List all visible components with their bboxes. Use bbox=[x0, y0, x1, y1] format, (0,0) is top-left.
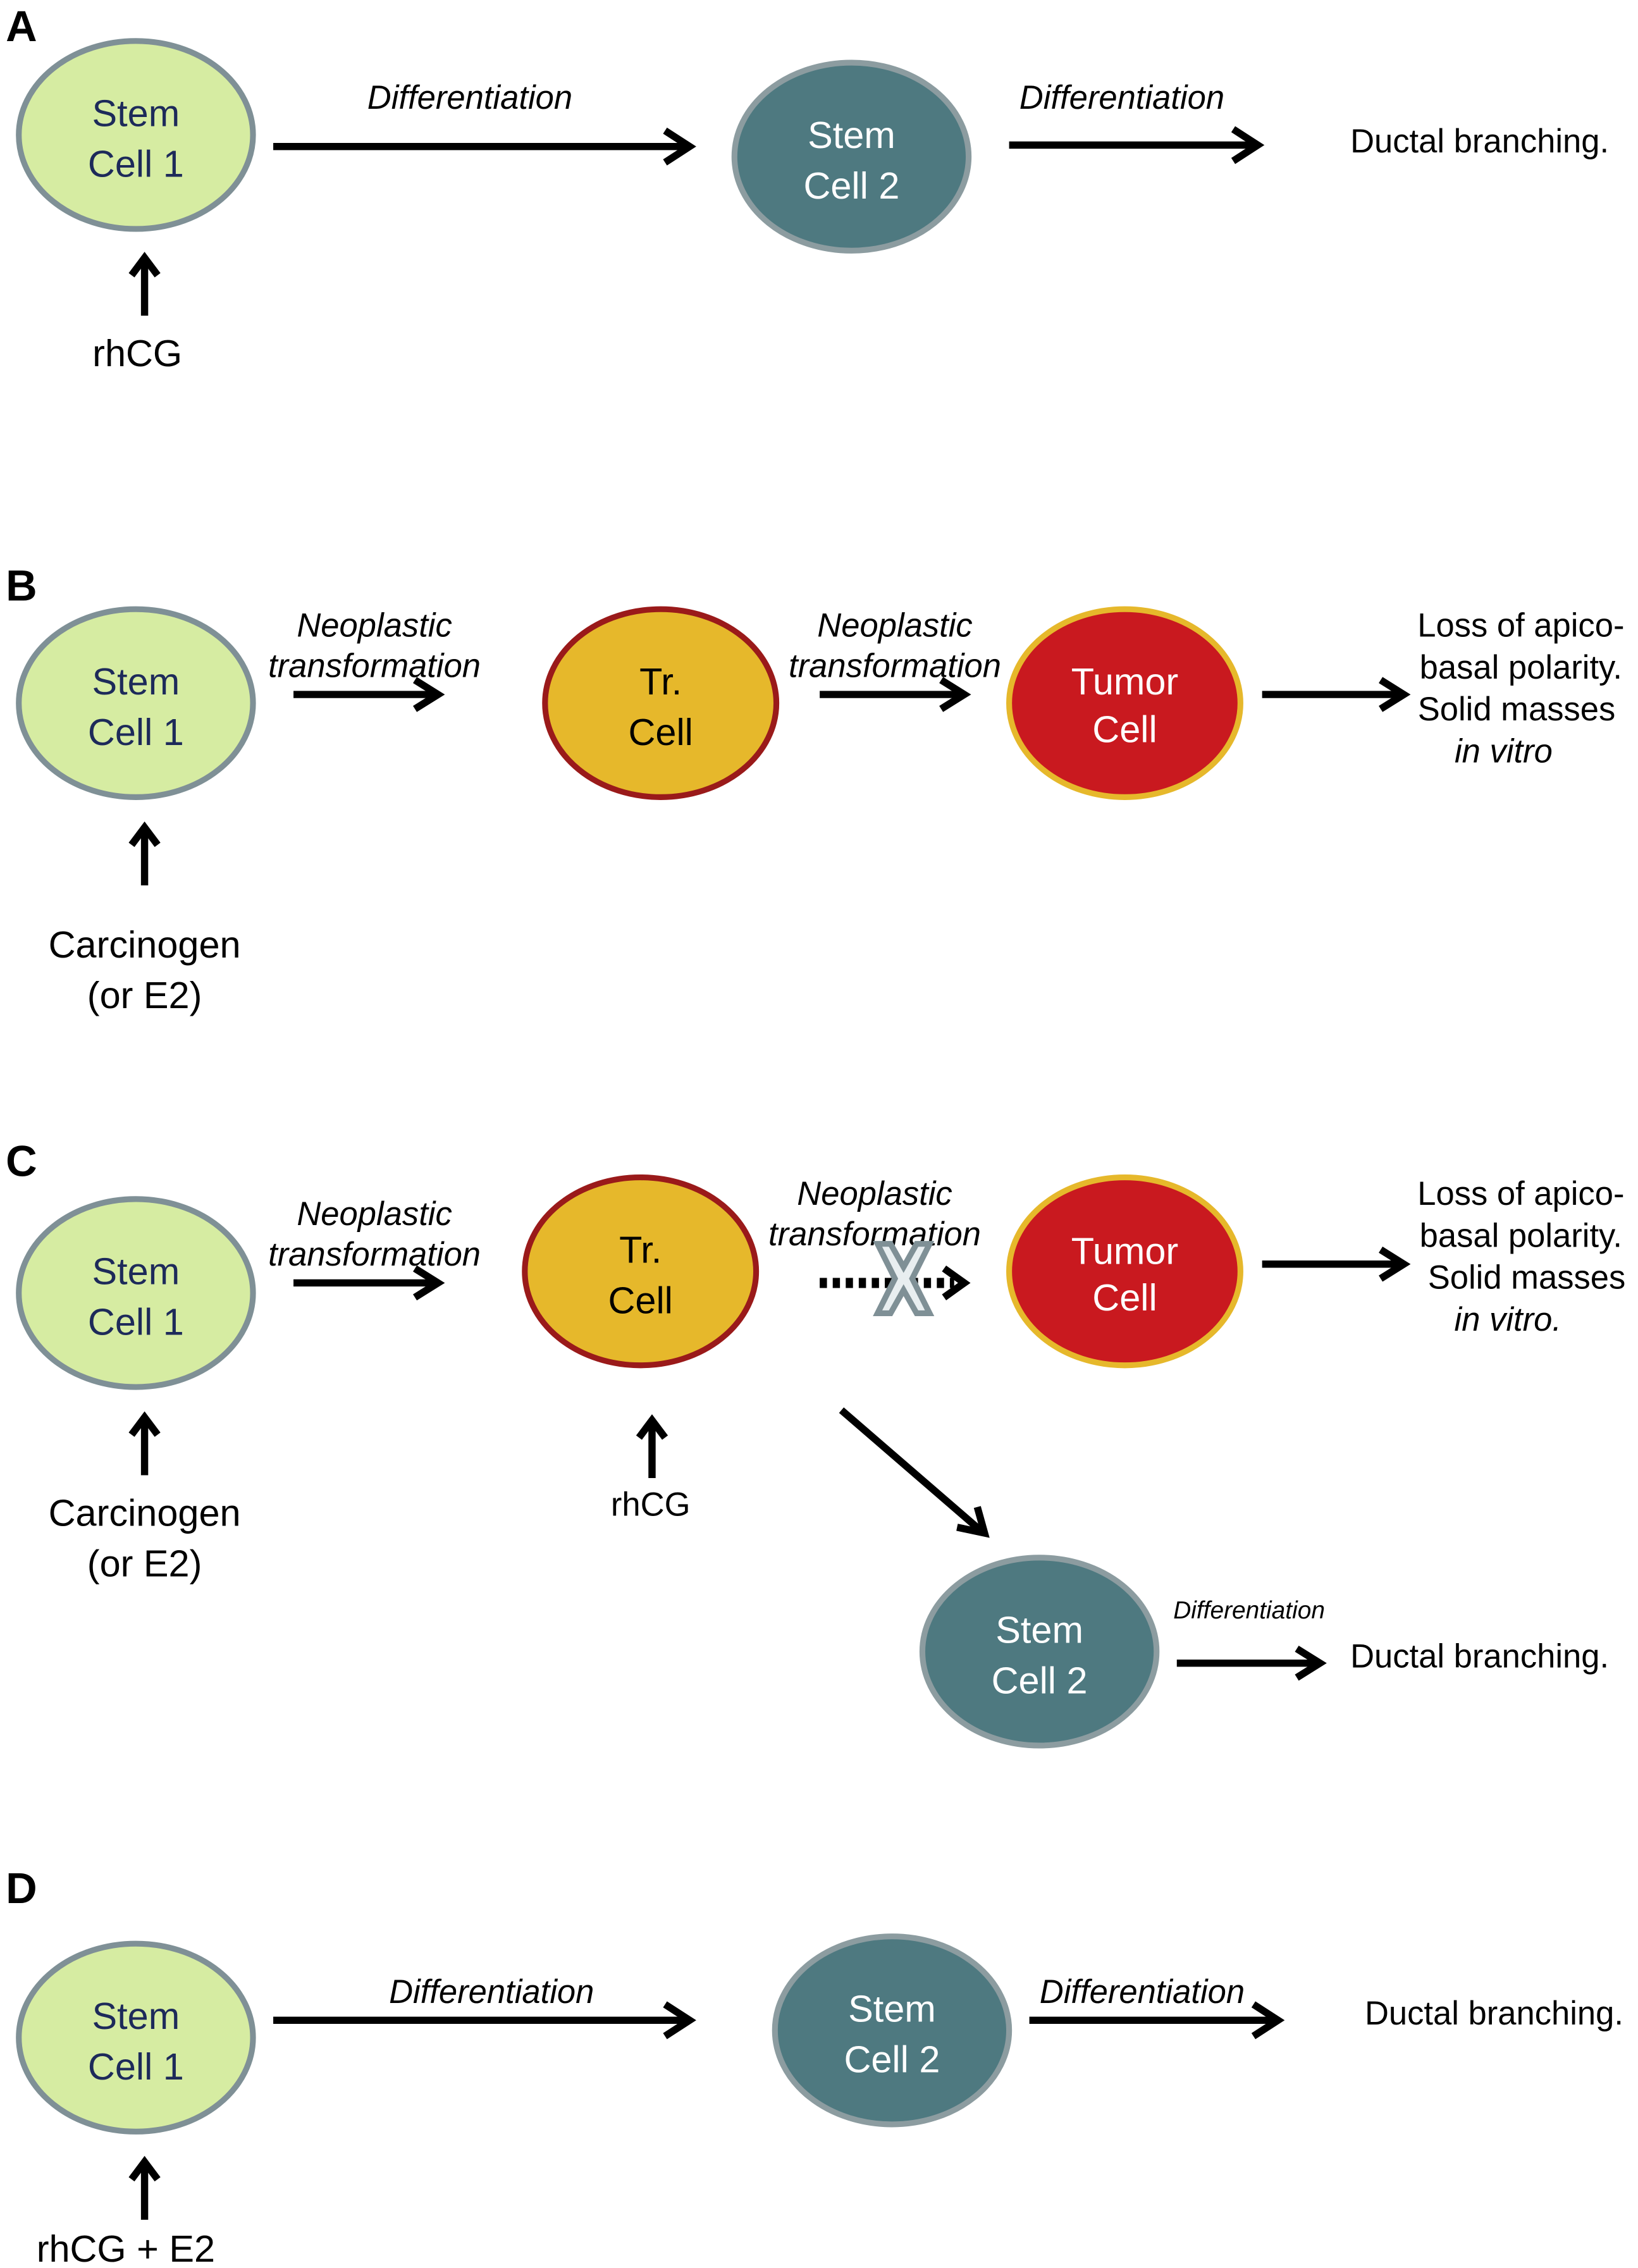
transformed-cell bbox=[522, 1174, 760, 1369]
tumor-cell-label: Tumor bbox=[1071, 1230, 1178, 1273]
stem-cell-1 bbox=[16, 1940, 256, 2135]
tumor-cell-label: Cell bbox=[1092, 708, 1157, 751]
arrow-label: Differentiation bbox=[389, 1973, 594, 2011]
stem-cell-1-label: Stem bbox=[92, 1995, 180, 2037]
arrow-head bbox=[1295, 1645, 1327, 1681]
panel-label: C bbox=[6, 1137, 37, 1185]
arrow-label: Differentiation bbox=[367, 79, 572, 116]
tumor-cell-label: Cell bbox=[1092, 1276, 1157, 1319]
block-x-icon bbox=[873, 1241, 935, 1317]
input-label: (or E2) bbox=[87, 1543, 202, 1585]
arrow-label: Neoplastic bbox=[797, 1175, 952, 1212]
arrow-label: Neoplastic bbox=[817, 607, 972, 644]
stem-cell-1-label: Cell 1 bbox=[88, 2045, 184, 2088]
input-label: (or E2) bbox=[87, 974, 202, 1016]
arrow-head bbox=[1231, 126, 1265, 164]
transformed-cell-label: Tr. bbox=[619, 1228, 662, 1271]
arrow-label: transformation bbox=[268, 648, 481, 685]
outcome-label: Ductal branching. bbox=[1365, 1995, 1623, 2032]
outcome-label: Solid masses bbox=[1418, 691, 1616, 728]
stem-cell-2 bbox=[731, 59, 972, 254]
panel-d: D Stem Cell 1 rhCG + E2 Differentiation … bbox=[6, 1864, 1623, 2268]
stem-cell-2-label: Stem bbox=[995, 1609, 1083, 1651]
stem-cell-2 bbox=[772, 1933, 1013, 2128]
stem-cell-2-label: Cell 2 bbox=[803, 164, 899, 207]
outcome-label: Ductal branching. bbox=[1350, 1638, 1609, 1675]
arrow-head bbox=[413, 677, 445, 712]
arrow-label: transformation bbox=[789, 648, 1001, 685]
transformed-cell-label: Cell bbox=[628, 711, 693, 753]
stem-cell-2-label: Stem bbox=[848, 1988, 936, 2030]
stem-cell-2-label: Cell 2 bbox=[844, 2038, 940, 2081]
arrow-head bbox=[939, 677, 971, 712]
transformed-cell-label: Cell bbox=[608, 1279, 672, 1321]
outcome-label: Loss of apico- bbox=[1417, 1175, 1624, 1212]
arrow-label: Differentiation bbox=[1019, 79, 1224, 116]
arrow-head bbox=[956, 1506, 990, 1538]
arrow-head bbox=[413, 1265, 445, 1301]
panel-label: A bbox=[6, 2, 37, 51]
arrow-label: transformation bbox=[768, 1216, 981, 1253]
tumor-cell bbox=[1006, 606, 1243, 800]
stem-cell-2 bbox=[919, 1555, 1160, 1749]
stem-cell-1 bbox=[16, 606, 256, 800]
stem-cell-1-label: Stem bbox=[92, 92, 180, 135]
diagonal-arrow bbox=[839, 1407, 983, 1533]
up-arrow-head bbox=[128, 252, 161, 278]
panel-label: B bbox=[6, 561, 37, 610]
arrow-label: Differentiation bbox=[1040, 1973, 1245, 2011]
input-label: rhCG bbox=[92, 332, 182, 374]
stem-cell-1-label: Stem bbox=[92, 660, 180, 703]
arrow-label: transformation bbox=[268, 1236, 481, 1273]
tumor-cell bbox=[1006, 1174, 1243, 1369]
up-arrow-head bbox=[128, 821, 161, 847]
outcome-label: Solid masses bbox=[1428, 1259, 1626, 1297]
input-label: rhCG + E2 bbox=[37, 2228, 215, 2268]
outcome-label: in vitro. bbox=[1455, 1301, 1561, 1338]
outcome-label: Loss of apico- bbox=[1417, 607, 1624, 644]
input-label: rhCG bbox=[611, 1486, 691, 1523]
stem-cell-1-label: Cell 1 bbox=[88, 711, 184, 753]
arrow-head bbox=[663, 2001, 696, 2040]
stem-cell-1 bbox=[16, 1196, 256, 1390]
arrow-head bbox=[942, 1265, 971, 1300]
outcome-label: basal polarity. bbox=[1420, 1217, 1622, 1254]
panel-label: D bbox=[6, 1864, 37, 1913]
transformed-cell bbox=[542, 606, 780, 800]
stem-cell-1 bbox=[16, 38, 256, 232]
arrow-head bbox=[1251, 2001, 1285, 2040]
up-arrow-head bbox=[128, 2155, 161, 2182]
panel-c: C Stem Cell 1 Carcinogen (or E2) Neoplas… bbox=[6, 1137, 1626, 1749]
tumor-cell-label: Tumor bbox=[1071, 660, 1178, 703]
input-label: Carcinogen bbox=[49, 1491, 241, 1534]
stem-cell-1-label: Stem bbox=[92, 1250, 180, 1293]
arrow-head bbox=[1379, 1247, 1411, 1282]
outcome-label: basal polarity. bbox=[1420, 649, 1622, 686]
input-label: Carcinogen bbox=[49, 923, 241, 966]
stem-cell-2-label: Cell 2 bbox=[992, 1660, 1088, 1702]
arrow-label: Neoplastic bbox=[297, 607, 452, 644]
outcome-label: Ductal branching. bbox=[1350, 123, 1609, 160]
arrow-label: Neoplastic bbox=[297, 1195, 452, 1233]
up-arrow-head bbox=[128, 1411, 161, 1437]
arrow-head bbox=[663, 127, 696, 166]
transformed-cell-label: Tr. bbox=[639, 660, 682, 703]
panel-a: A Stem Cell 1 rhCG Differentiation Stem … bbox=[6, 2, 1609, 374]
up-arrow-head bbox=[636, 1414, 668, 1440]
arrow-head bbox=[1379, 677, 1411, 712]
stem-cell-1-label: Cell 1 bbox=[88, 1301, 184, 1343]
stem-cell-1-label: Cell 1 bbox=[88, 143, 184, 185]
panel-b: B Stem Cell 1 Carcinogen (or E2) Neoplas… bbox=[6, 561, 1624, 1016]
arrow-label: Differentiation bbox=[1173, 1597, 1325, 1624]
outcome-label: in vitro bbox=[1455, 733, 1553, 770]
stem-cell-2-label: Stem bbox=[808, 114, 896, 156]
